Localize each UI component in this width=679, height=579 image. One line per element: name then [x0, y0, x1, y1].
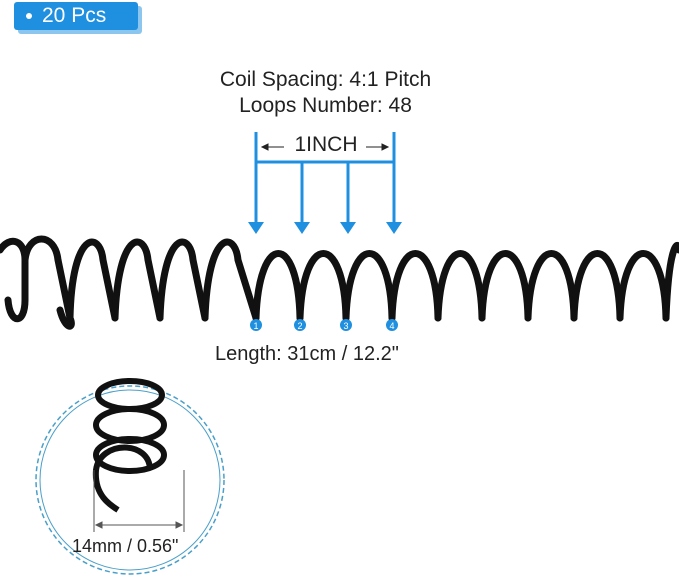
spring-coil-icon	[0, 235, 679, 330]
svg-text:2: 2	[297, 321, 302, 331]
coil-closeup-icon	[92, 378, 167, 513]
diameter-dimension-icon	[93, 470, 185, 532]
pitch-label: 1INCH	[294, 133, 358, 156]
loops-number-label: Loops Number: 48	[239, 94, 412, 117]
detail-zoom-circle	[35, 385, 225, 575]
svg-text:1: 1	[253, 321, 258, 331]
diameter-label: 14mm / 0.56"	[72, 536, 179, 556]
quantity-badge: 20 Pcs	[14, 2, 138, 30]
svg-text:4: 4	[389, 321, 394, 331]
pitch-arrows-icon	[248, 132, 402, 234]
quantity-label: 20 Pcs	[42, 4, 107, 27]
bullet-dot-icon	[26, 13, 32, 19]
marker-icons: 1 2 3 4	[250, 319, 398, 331]
coil-spacing-label: Coil Spacing: 4:1 Pitch	[219, 68, 432, 91]
length-label: Length: 31cm / 12.2"	[215, 343, 399, 365]
svg-text:3: 3	[343, 321, 348, 331]
